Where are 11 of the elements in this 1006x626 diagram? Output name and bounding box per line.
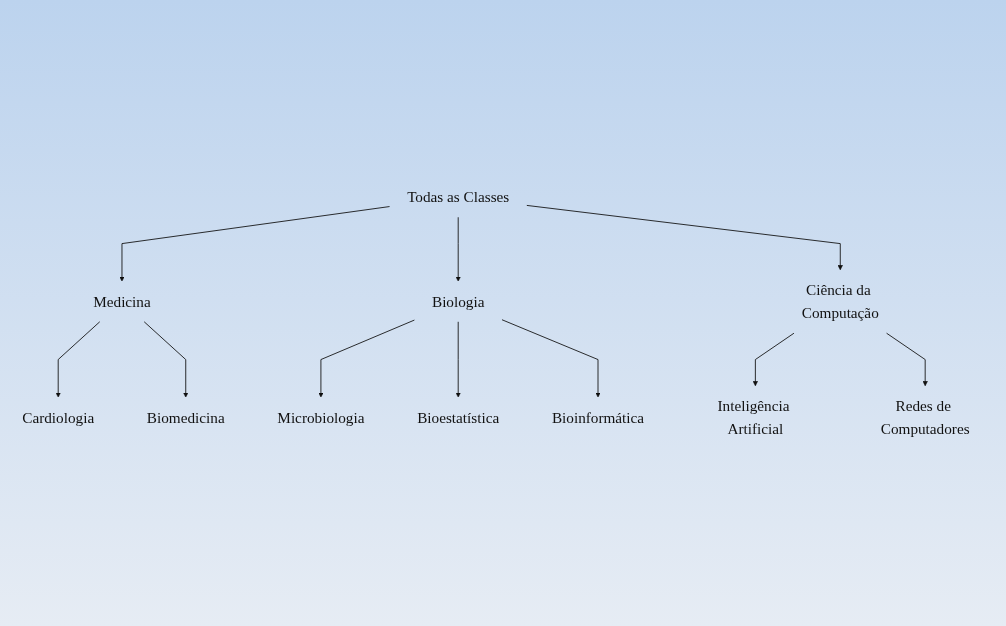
node-text: Microbiologia: [277, 409, 365, 427]
node-text: Bioinformática: [551, 409, 645, 427]
node-text: Redes de Computadores: [880, 397, 970, 438]
node-text: Bioestatística: [417, 409, 500, 427]
node-text: Todas as Classes: [407, 188, 510, 206]
node-text: Biomedicina: [146, 409, 225, 427]
node-text: Inteligência Artificial: [717, 397, 790, 438]
node-text: Ciência da Computação: [801, 281, 879, 322]
node-text: Cardiologia: [22, 409, 95, 427]
node-text: Medicina: [93, 293, 151, 311]
node-text: Biologia: [431, 293, 485, 311]
